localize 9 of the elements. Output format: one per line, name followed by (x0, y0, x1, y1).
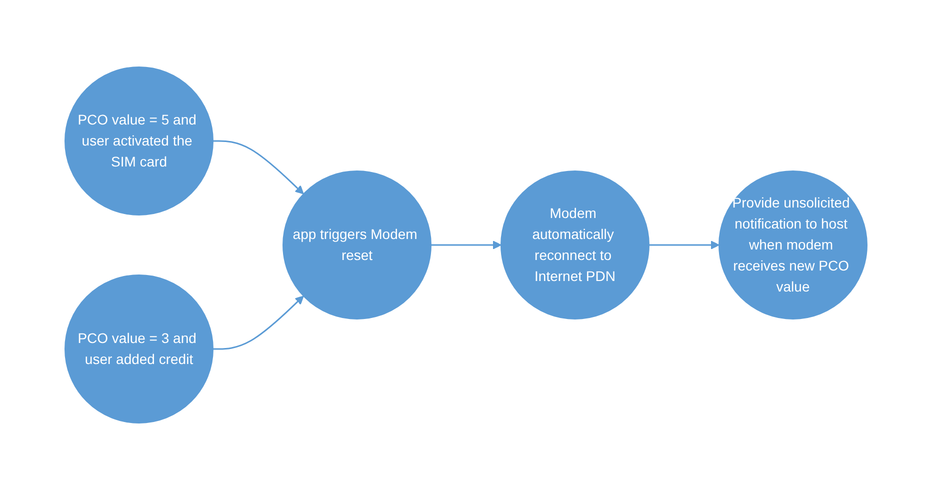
arrow (430, 240, 501, 250)
node-circle: PCO value = 5 and user activated the SIM card (64, 66, 213, 216)
node-circle: PCO value = 3 and user added credit (64, 274, 213, 424)
node-circle: Modem automatically reconnect to Internet PDN (500, 170, 649, 320)
node-circle: Provide unsolicited notification to host when modem receives new PCO value (718, 170, 867, 320)
arrow (648, 240, 719, 250)
arrow (212, 140, 304, 194)
node-circle: app triggers Modem reset (282, 170, 431, 320)
arrow (212, 296, 304, 350)
